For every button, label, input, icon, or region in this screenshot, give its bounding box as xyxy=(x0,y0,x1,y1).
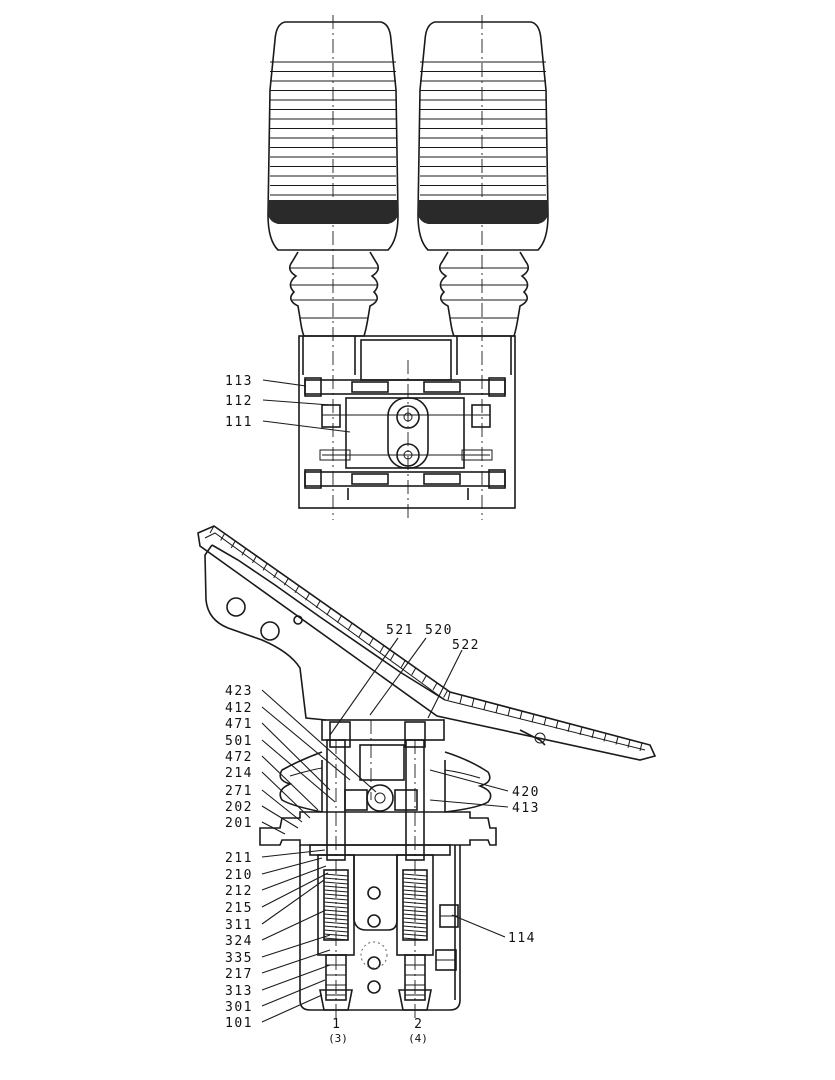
label-101: 101 xyxy=(225,1016,253,1031)
label-522: 522 xyxy=(452,638,480,653)
top-view-leaders xyxy=(262,379,351,433)
label-501: 501 xyxy=(225,734,253,749)
port-1-label: 1 xyxy=(332,1017,340,1032)
label-471: 471 xyxy=(225,717,253,732)
label-335: 335 xyxy=(225,951,253,966)
label-111: 111 xyxy=(225,415,253,430)
label-520: 520 xyxy=(425,623,453,638)
label-521: 521 xyxy=(386,623,414,638)
label-324: 324 xyxy=(225,934,253,949)
right-valve xyxy=(396,854,434,1011)
label-112: 112 xyxy=(225,394,253,409)
label-217: 217 xyxy=(225,967,253,982)
label-423: 423 xyxy=(225,684,253,699)
label-420: 420 xyxy=(512,785,540,800)
right-grip xyxy=(417,21,549,251)
left-bellows xyxy=(288,251,380,337)
label-201: 201 xyxy=(225,816,253,831)
label-214: 214 xyxy=(225,766,253,781)
label-271: 271 xyxy=(225,784,253,799)
port-2-label: 2 xyxy=(414,1017,422,1032)
front-view xyxy=(197,525,657,1020)
label-313: 313 xyxy=(225,984,253,999)
port-2-sub-label: (4) xyxy=(408,1032,428,1045)
label-114: 114 xyxy=(508,931,536,946)
label-212: 212 xyxy=(225,884,253,899)
part-labels: 113 112 111 423 412 471 501 472 214 271 … xyxy=(225,374,540,1045)
top-body xyxy=(298,335,516,509)
label-202: 202 xyxy=(225,800,253,815)
front-view-leaders xyxy=(261,637,509,1023)
top-view xyxy=(267,15,549,520)
label-211: 211 xyxy=(225,851,253,866)
left-grip xyxy=(267,21,399,251)
right-bellows xyxy=(438,251,530,337)
label-412: 412 xyxy=(225,701,253,716)
label-113: 113 xyxy=(225,374,253,389)
label-301: 301 xyxy=(225,1000,253,1015)
label-472: 472 xyxy=(225,750,253,765)
port-1-sub-label: (3) xyxy=(328,1032,348,1045)
label-215: 215 xyxy=(225,901,253,916)
label-413: 413 xyxy=(512,801,540,816)
label-210: 210 xyxy=(225,868,253,883)
label-311: 311 xyxy=(225,918,253,933)
